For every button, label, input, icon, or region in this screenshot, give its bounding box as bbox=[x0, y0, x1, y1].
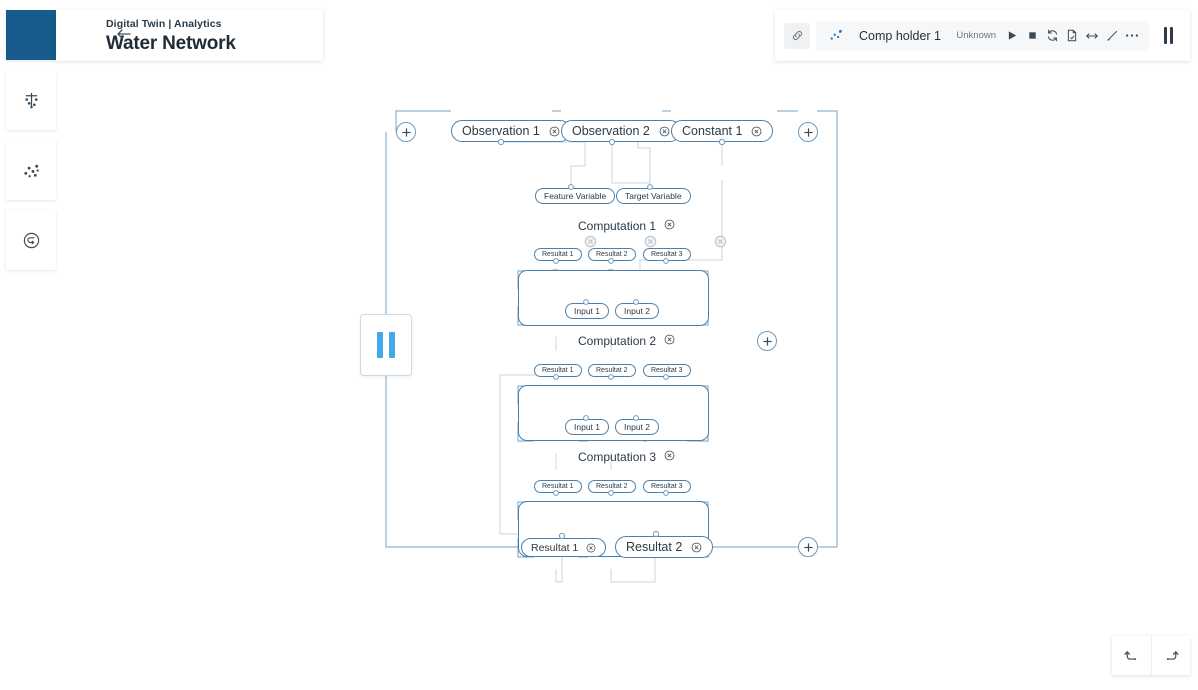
port-result-1[interactable]: Resultat 1 bbox=[534, 248, 582, 261]
node-constant-1[interactable]: Constant 1 bbox=[671, 120, 774, 142]
refresh-button[interactable] bbox=[1042, 25, 1062, 47]
scatter-graph-icon bbox=[22, 161, 41, 180]
more-ellipsis-icon[interactable] bbox=[1122, 25, 1142, 47]
node-label: Resultat 2 bbox=[626, 540, 683, 554]
undo-button[interactable] bbox=[1112, 636, 1151, 675]
back-arrow-icon[interactable] bbox=[116, 27, 132, 39]
node-label: Computation 3 bbox=[578, 450, 657, 464]
computation-2-label[interactable]: Computation 2 bbox=[578, 334, 675, 348]
disconnect-icon[interactable] bbox=[714, 235, 727, 248]
port-target-variable[interactable]: Target Variable bbox=[616, 188, 691, 204]
node-label: Resultat 2 bbox=[596, 367, 628, 374]
remove-icon[interactable] bbox=[664, 334, 675, 348]
node-label: Resultat 3 bbox=[651, 483, 683, 490]
disconnect-icon[interactable] bbox=[584, 235, 597, 248]
port-feature-variable[interactable]: Feature Variable bbox=[535, 188, 616, 204]
computation-1-label[interactable]: Computation 1 bbox=[578, 219, 675, 233]
node-label: Resultat 1 bbox=[542, 251, 574, 258]
node-label: Resultat 3 bbox=[651, 367, 683, 374]
resize-arrows-icon[interactable] bbox=[1082, 25, 1102, 47]
undo-redo-group bbox=[1112, 636, 1190, 675]
history-icon bbox=[22, 231, 41, 250]
computation-3-label[interactable]: Computation 3 bbox=[578, 450, 675, 464]
document-button[interactable] bbox=[1062, 25, 1082, 47]
top-toolbar: Comp holder 1 Unknown bbox=[775, 10, 1190, 61]
redo-button[interactable] bbox=[1151, 636, 1190, 675]
port-result-1[interactable]: Resultat 1 bbox=[534, 364, 582, 377]
add-node-top-right-button[interactable] bbox=[798, 122, 818, 142]
pause-state-card[interactable] bbox=[360, 314, 412, 376]
node-label: Computation 2 bbox=[578, 334, 657, 348]
node-label: Observation 1 bbox=[462, 124, 540, 138]
port-result-3[interactable]: Resultat 3 bbox=[643, 364, 691, 377]
pause-bar-left bbox=[1163, 27, 1167, 44]
node-observation-1[interactable]: Observation 1 bbox=[451, 120, 571, 142]
add-node-bottom-right-button[interactable] bbox=[798, 537, 818, 557]
breadcrumb: Digital Twin | Analytics bbox=[106, 18, 222, 30]
scatter-graph-icon[interactable] bbox=[823, 28, 847, 43]
node-label: Input 2 bbox=[624, 306, 650, 316]
stop-button[interactable] bbox=[1022, 25, 1042, 47]
remove-icon[interactable] bbox=[751, 126, 762, 137]
disconnect-icon[interactable] bbox=[644, 235, 657, 248]
remove-icon[interactable] bbox=[549, 126, 560, 137]
port-result-3[interactable]: Resultat 3 bbox=[643, 248, 691, 261]
port-result-2[interactable]: Resultat 2 bbox=[588, 248, 636, 261]
computation-1-box[interactable] bbox=[518, 270, 709, 326]
node-label: Target Variable bbox=[625, 191, 682, 201]
sidebar-item-analytics[interactable] bbox=[6, 140, 56, 200]
port-result-1[interactable]: Resultat 1 bbox=[534, 480, 582, 493]
sidebar-item-network[interactable] bbox=[6, 70, 56, 130]
node-label: Feature Variable bbox=[544, 191, 607, 201]
left-rail bbox=[6, 10, 56, 270]
add-node-top-left-button[interactable] bbox=[396, 122, 416, 142]
port-result-2[interactable]: Resultat 2 bbox=[588, 364, 636, 377]
node-observation-2[interactable]: Observation 2 bbox=[561, 120, 681, 142]
node-label: Input 1 bbox=[574, 422, 600, 432]
node-resultat-1[interactable]: Resultat 1 bbox=[521, 538, 607, 557]
remove-icon[interactable] bbox=[691, 542, 702, 553]
link-icon[interactable] bbox=[784, 22, 810, 49]
pause-button[interactable] bbox=[1155, 27, 1181, 44]
remove-icon[interactable] bbox=[664, 219, 675, 233]
node-label: Resultat 3 bbox=[651, 251, 683, 258]
network-icon bbox=[22, 91, 41, 110]
node-label: Resultat 2 bbox=[596, 251, 628, 258]
port-input-1[interactable]: Input 1 bbox=[565, 303, 609, 319]
port-input-2[interactable]: Input 2 bbox=[615, 303, 659, 319]
status-badge: Unknown bbox=[956, 30, 996, 41]
node-label: Computation 1 bbox=[578, 219, 657, 233]
comp-holder-name[interactable]: Comp holder 1 bbox=[859, 28, 941, 43]
pause-bar-right bbox=[1169, 27, 1173, 44]
remove-icon[interactable] bbox=[586, 543, 596, 553]
remove-icon[interactable] bbox=[664, 450, 675, 464]
port-input-2[interactable]: Input 2 bbox=[615, 419, 659, 435]
app-logo[interactable] bbox=[6, 10, 56, 60]
sidebar-item-history[interactable] bbox=[6, 210, 56, 270]
graph-canvas[interactable]: Observation 1 Observation 2 Constant 1 F… bbox=[0, 70, 1198, 630]
node-label: Resultat 2 bbox=[596, 483, 628, 490]
page-title: Water Network bbox=[106, 33, 236, 54]
node-label: Constant 1 bbox=[682, 124, 743, 138]
port-input-1[interactable]: Input 1 bbox=[565, 419, 609, 435]
node-resultat-2[interactable]: Resultat 2 bbox=[615, 536, 714, 558]
node-label: Input 1 bbox=[574, 306, 600, 316]
node-label: Resultat 1 bbox=[542, 367, 574, 374]
node-label: Resultat 1 bbox=[531, 541, 579, 554]
port-result-2[interactable]: Resultat 2 bbox=[588, 480, 636, 493]
port-result-3[interactable]: Resultat 3 bbox=[643, 480, 691, 493]
edit-pencil-icon[interactable] bbox=[1102, 25, 1122, 47]
add-node-middle-right-button[interactable] bbox=[757, 331, 777, 351]
play-button[interactable] bbox=[1002, 25, 1022, 47]
node-label: Resultat 1 bbox=[542, 483, 574, 490]
computation-2-box[interactable] bbox=[518, 385, 709, 441]
pause-bar-left bbox=[377, 332, 383, 358]
toolbar-strip: Comp holder 1 Unknown bbox=[816, 20, 1149, 51]
node-label: Observation 2 bbox=[572, 124, 650, 138]
page-header: Digital Twin | Analytics Water Network bbox=[56, 10, 323, 61]
pause-bar-right bbox=[389, 332, 395, 358]
node-label: Input 2 bbox=[624, 422, 650, 432]
remove-icon[interactable] bbox=[659, 126, 670, 137]
